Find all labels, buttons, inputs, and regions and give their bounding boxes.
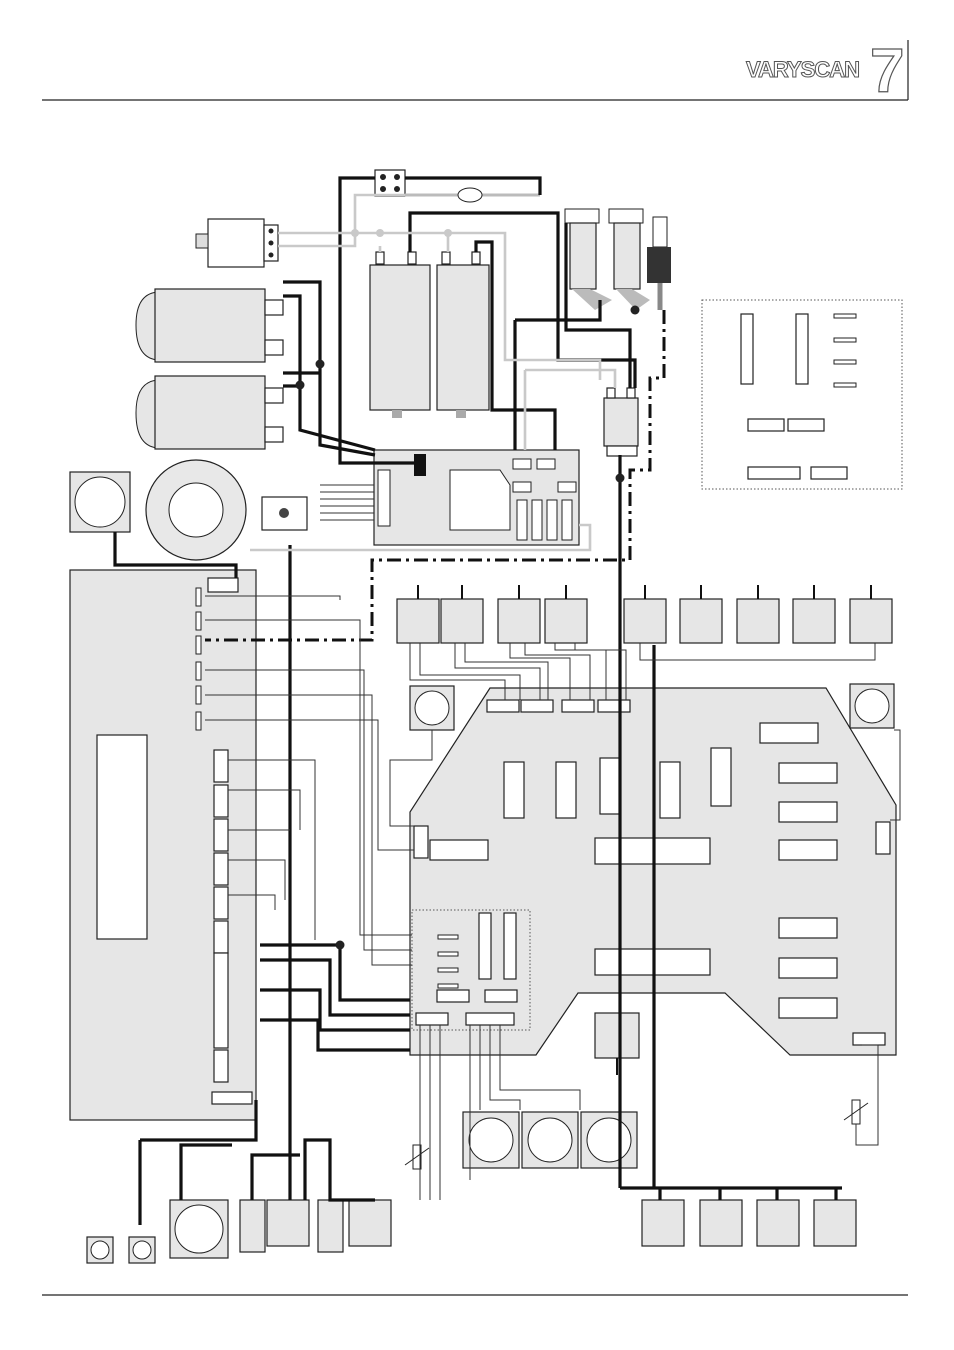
small-dc-motor	[594, 1012, 640, 1075]
fan-board-left	[409, 685, 455, 731]
bridge-rectifier	[261, 496, 308, 531]
terminal-block-top	[374, 169, 406, 197]
fan-array-bottom	[462, 1111, 638, 1169]
capacitor-right	[436, 251, 490, 418]
logo-word: VARYSCAN	[746, 57, 859, 82]
toroidal-transformer	[145, 459, 247, 561]
lamp-socket	[195, 218, 279, 268]
logo-number: 7	[870, 37, 904, 106]
thermistor-left	[404, 1144, 430, 1170]
wires-thin	[205, 484, 901, 1200]
cable-gland	[647, 216, 671, 310]
lamp-bulb	[405, 187, 540, 203]
stepper-motor-row	[396, 598, 893, 644]
main-controller-panel	[69, 569, 257, 1121]
capacitor-left	[369, 251, 431, 418]
motor-upper	[135, 288, 284, 363]
stepper-motor-shafts	[417, 585, 872, 599]
fan-board-right	[849, 683, 895, 729]
relay	[603, 387, 639, 457]
wire-junction-dots	[295, 229, 640, 950]
motor-lower	[135, 375, 284, 450]
page-header: VARYSCAN 7	[42, 36, 909, 107]
sensor-cylinder-1	[564, 208, 612, 310]
connector-legend-box	[701, 299, 903, 490]
power-supply-board	[373, 449, 580, 546]
wires-dashed	[205, 310, 666, 642]
wires-light	[250, 193, 617, 552]
thermistor-right	[843, 1099, 869, 1125]
bottom-left-devices	[86, 1199, 392, 1264]
fan-left-top	[69, 471, 131, 533]
bottom-stepper-motors	[641, 1199, 857, 1247]
wires-heavy	[113, 176, 842, 1225]
sensor-cylinder-2	[608, 208, 650, 310]
